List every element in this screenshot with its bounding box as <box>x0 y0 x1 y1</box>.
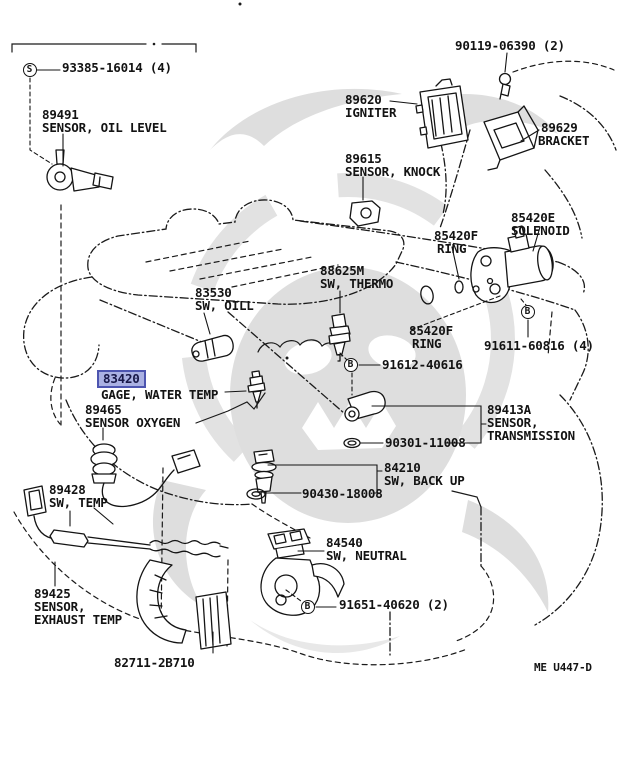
part-name-88625m: SW, THERMO <box>320 276 394 291</box>
ring-85420f-drawings <box>420 277 494 305</box>
part-number-85420f-lower: 85420F <box>409 323 453 338</box>
part-number-90430: 90430-18008 <box>302 486 383 501</box>
part-name-85420f-upper: RING <box>437 241 467 256</box>
part-number-85420e: 85420E <box>511 210 555 225</box>
part-number-83530: 83530 <box>195 285 232 300</box>
igniter-drawing <box>415 78 469 149</box>
temp-switch-drawing <box>23 485 229 558</box>
part-name-85420f-lower: RING <box>412 336 442 351</box>
part-name-89413a-line2: TRANSMISSION <box>487 428 575 443</box>
part-name-83530: SW, OILL <box>195 298 254 313</box>
backup-switch-drawing <box>251 449 277 504</box>
oil-level-sensor-drawing <box>46 149 114 192</box>
part-number-90119: 90119-06390 (2) <box>455 38 565 53</box>
bracket-89629-drawing <box>483 105 539 171</box>
part-name-84540: SW, NEUTRAL <box>326 548 407 563</box>
part-name-89491: SENSOR, OIL LEVEL <box>42 120 167 135</box>
part-number-89465: 89465 <box>85 402 122 417</box>
part-number-82711: 82711-2B710 <box>114 655 195 670</box>
part-name-89425-line1: SENSOR, <box>34 599 86 614</box>
solenoid-drawing <box>470 225 554 304</box>
part-number-84540: 84540 <box>326 535 363 550</box>
oil-switch-drawing <box>191 334 234 362</box>
part-number-88625m: 88625M <box>320 263 364 278</box>
part-name-85420e: SOLENOID <box>511 223 570 238</box>
engine-outline <box>11 2 617 666</box>
part-number-89491: 89491 <box>42 107 79 122</box>
part-name-89615: SENSOR, KNOCK <box>345 164 441 179</box>
fastener-b-symbol-91612: B <box>343 357 358 372</box>
part-number-91611: 91611-60816 (4) <box>484 338 594 353</box>
gasket-90430-drawing <box>246 488 266 500</box>
part-name-89425-line2: EXHAUST TEMP <box>34 612 122 627</box>
watermark-logo <box>152 88 558 654</box>
part-number-90301: 90301-11008 <box>385 435 466 450</box>
part-number-85420f-upper: 85420F <box>434 228 478 243</box>
bolt-90119-drawing <box>498 72 512 100</box>
transmission-sensor-drawing <box>344 390 386 422</box>
figure-code: ME U447-D <box>534 661 592 674</box>
part-name-83420: GAGE, WATER TEMP <box>101 387 219 402</box>
fastener-b-symbol-91651: B <box>300 599 315 614</box>
leader-lines <box>29 52 541 654</box>
neutral-switch-drawing <box>260 528 345 616</box>
wire-clamp-drawing <box>136 559 232 650</box>
part-name-89413a-line1: SENSOR, <box>487 415 539 430</box>
oxygen-sensor-drawing <box>90 443 201 508</box>
part-number-93385: 93385-16014 (4) <box>62 60 172 75</box>
part-number-89425: 89425 <box>34 586 71 601</box>
knock-sensor-drawing <box>349 200 381 227</box>
part-name-89629: BRACKET <box>538 133 590 148</box>
part-number-83420-highlighted[interactable]: 83420 <box>97 370 146 388</box>
fastener-s-symbol: S <box>22 62 37 77</box>
part-number-84210: 84210 <box>384 460 421 475</box>
part-number-89629: 89629 <box>541 120 578 135</box>
part-number-89413a: 89413A <box>487 402 531 417</box>
part-number-89620: 89620 <box>345 92 382 107</box>
part-number-89615: 89615 <box>345 151 382 166</box>
water-temp-gage-drawing <box>247 370 266 409</box>
part-number-91612: 91612-40616 <box>382 357 463 372</box>
part-number-91651: 91651-40620 (2) <box>339 597 449 612</box>
part-number-89428: 89428 <box>49 482 86 497</box>
part-name-84210: SW, BACK UP <box>384 473 465 488</box>
part-name-89620: IGNITER <box>345 105 397 120</box>
part-name-89428: SW, TEMP <box>49 495 108 510</box>
thermo-switch-drawing <box>328 313 351 362</box>
part-name-89465: SENSOR OXYGEN <box>85 415 181 430</box>
fastener-b-symbol-91611: B <box>520 304 535 319</box>
